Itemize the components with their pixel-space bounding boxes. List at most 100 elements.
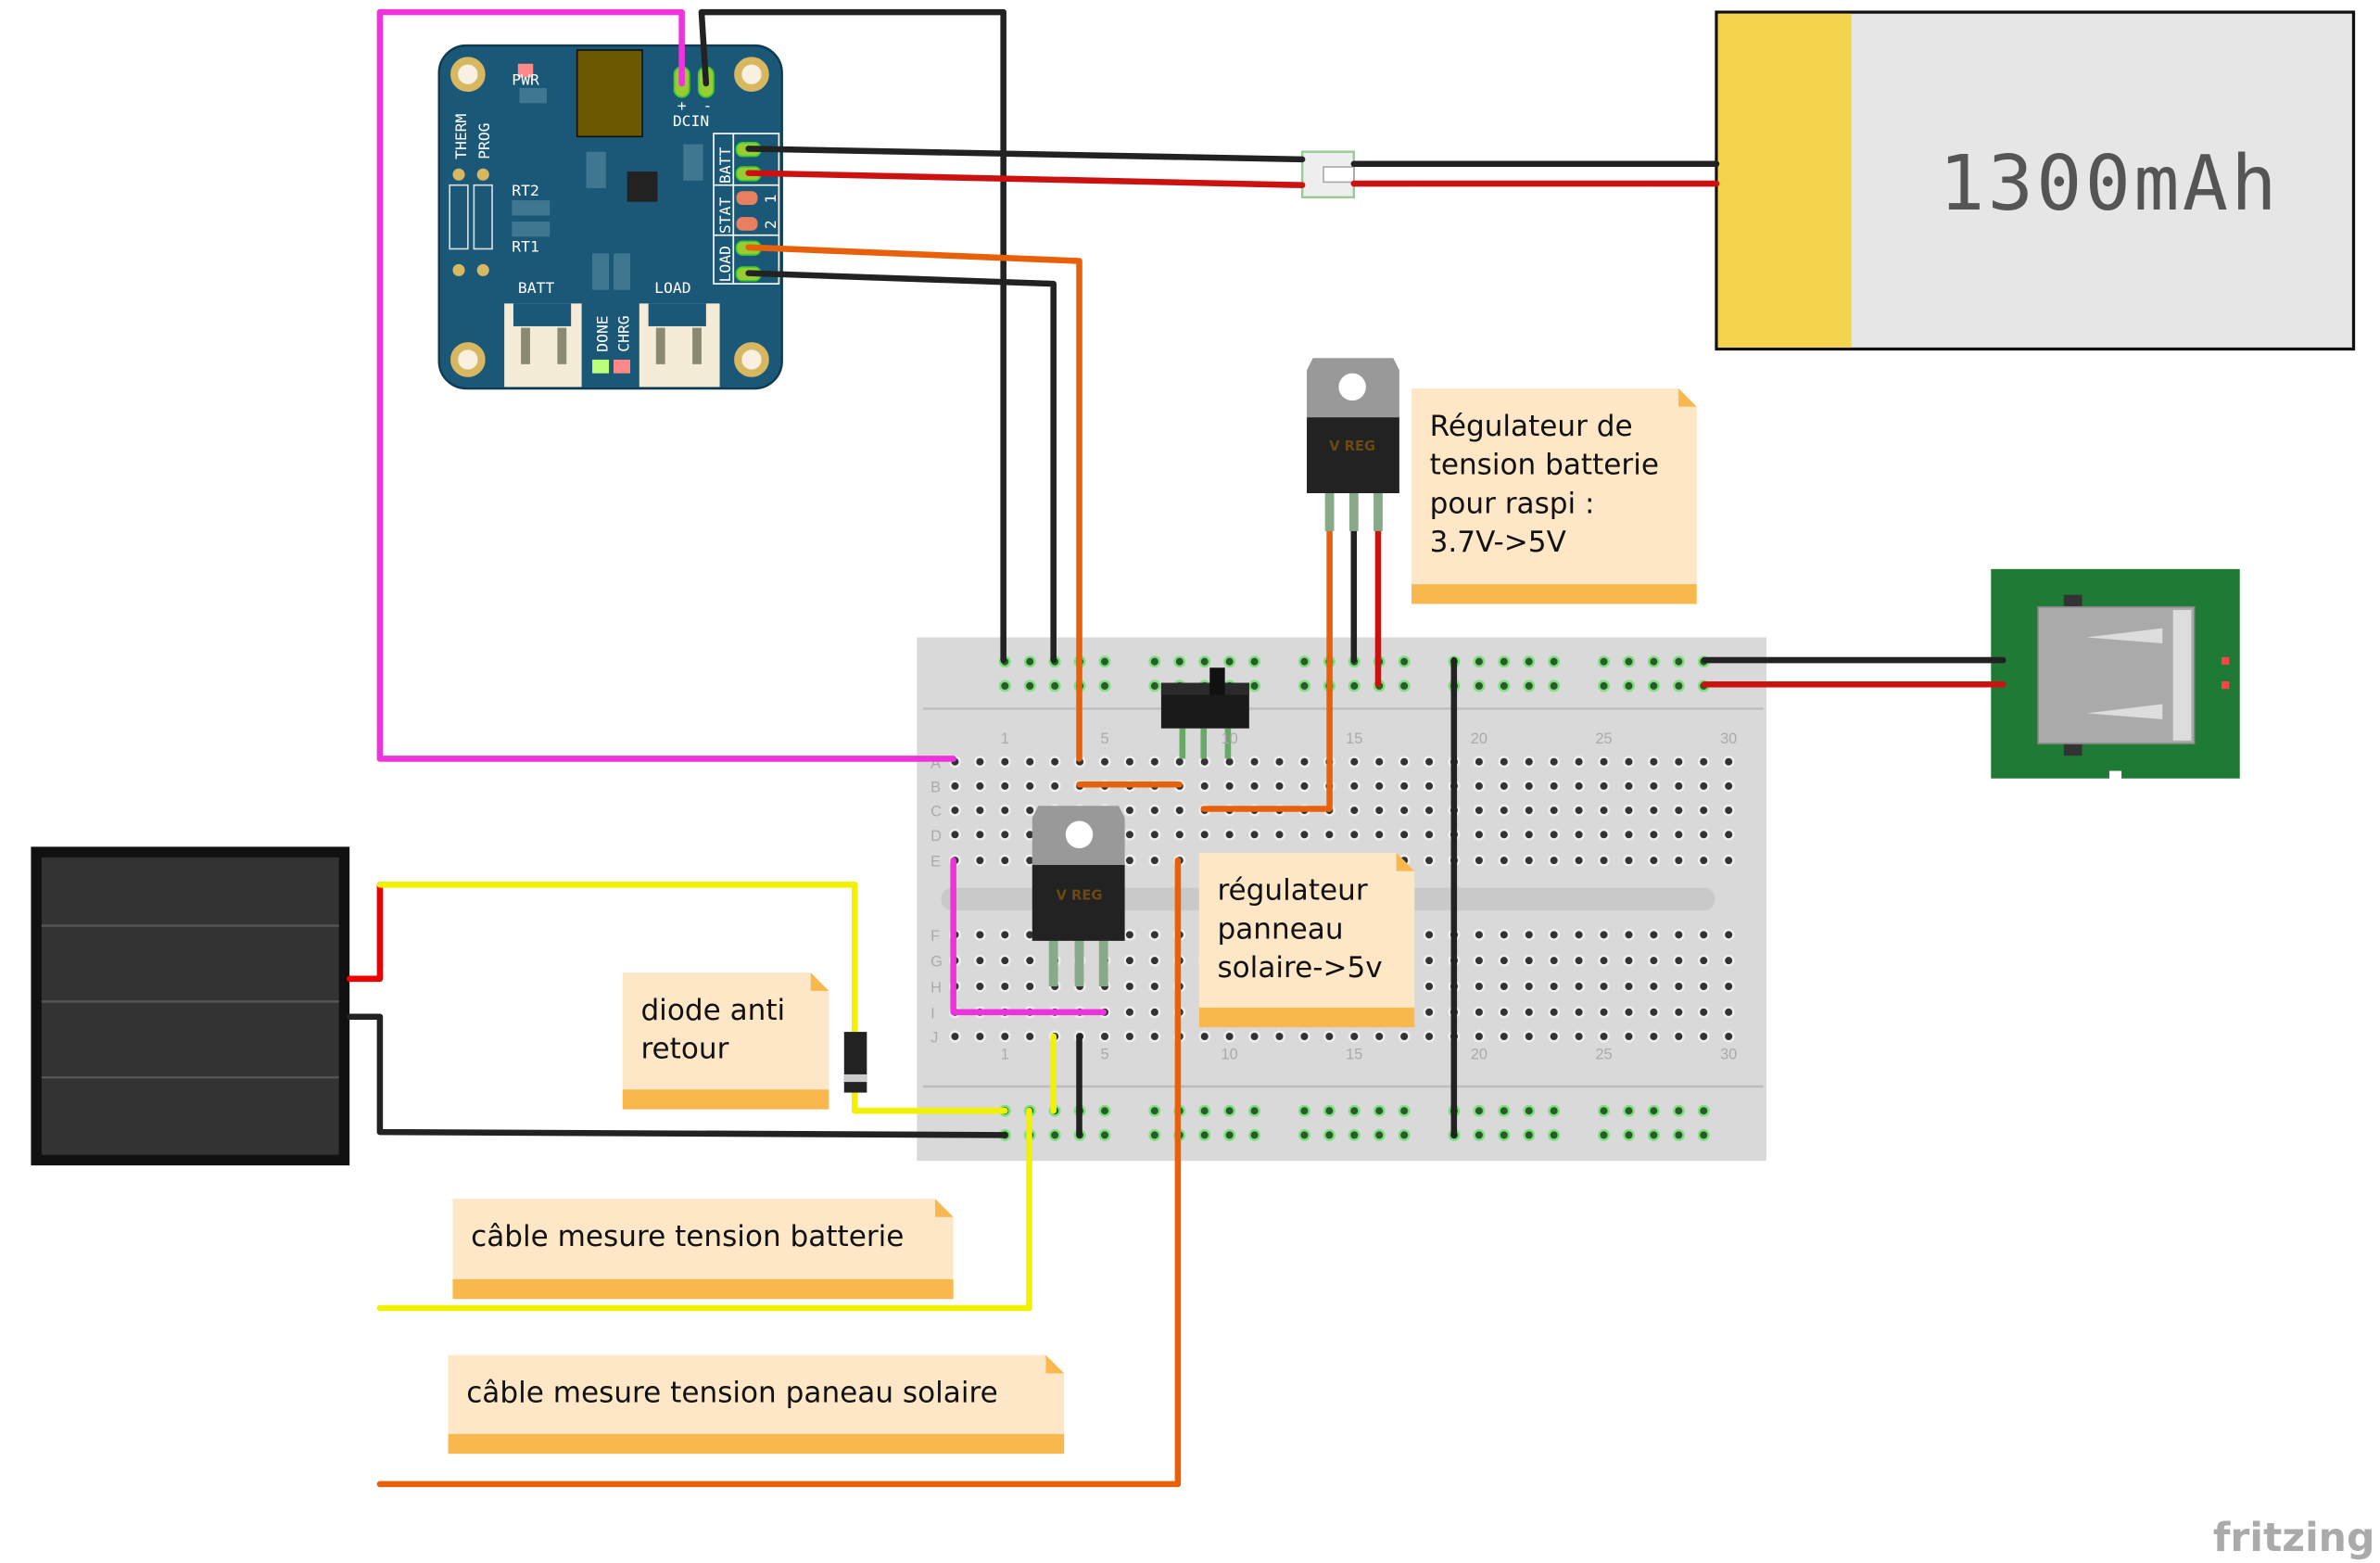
power-rail-hole[interactable] <box>1623 655 1635 668</box>
breadboard-hole[interactable] <box>1598 1030 1611 1043</box>
breadboard-hole[interactable] <box>1548 980 1561 993</box>
breadboard-hole[interactable] <box>1198 780 1211 793</box>
breadboard-hole[interactable] <box>973 828 986 841</box>
breadboard-hole[interactable] <box>1672 1006 1685 1019</box>
breadboard-hole[interactable] <box>1248 780 1261 793</box>
breadboard-hole[interactable] <box>1697 954 1710 967</box>
power-rail-hole[interactable] <box>1498 680 1511 693</box>
power-rail-hole[interactable] <box>1548 655 1561 668</box>
breadboard-hole[interactable] <box>1373 804 1386 817</box>
breadboard-hole[interactable] <box>1672 954 1685 967</box>
power-rail-hole[interactable] <box>1398 680 1411 693</box>
power-rail-hole[interactable] <box>1198 1104 1211 1117</box>
breadboard-hole[interactable] <box>1273 828 1285 841</box>
power-rail-hole[interactable] <box>1548 1104 1561 1117</box>
breadboard-hole[interactable] <box>1573 780 1586 793</box>
breadboard-hole[interactable] <box>1198 1030 1211 1043</box>
breadboard-hole[interactable] <box>1722 854 1735 867</box>
breadboard-hole[interactable] <box>1248 828 1261 841</box>
breadboard-hole[interactable] <box>1423 804 1436 817</box>
power-rail-hole[interactable] <box>1248 1104 1261 1117</box>
breadboard-hole[interactable] <box>1373 1030 1386 1043</box>
power-rail-hole[interactable] <box>1048 680 1061 693</box>
breadboard-hole[interactable] <box>1198 828 1211 841</box>
power-rail-hole[interactable] <box>1672 680 1685 693</box>
power-rail-hole[interactable] <box>1023 655 1036 668</box>
breadboard-hole[interactable] <box>1148 980 1161 993</box>
breadboard-hole[interactable] <box>1623 756 1635 769</box>
breadboard-hole[interactable] <box>948 804 961 817</box>
breadboard-hole[interactable] <box>1722 756 1735 769</box>
breadboard-hole[interactable] <box>1048 780 1061 793</box>
breadboard-hole[interactable] <box>998 928 1011 941</box>
power-rail-hole[interactable] <box>1697 1104 1710 1117</box>
breadboard-hole[interactable] <box>1523 756 1536 769</box>
breadboard-hole[interactable] <box>1373 828 1386 841</box>
breadboard-hole[interactable] <box>1398 828 1411 841</box>
breadboard-hole[interactable] <box>998 954 1011 967</box>
power-rail-hole[interactable] <box>1473 1104 1486 1117</box>
power-rail-hole[interactable] <box>1098 1104 1111 1117</box>
power-rail-hole[interactable] <box>1398 1104 1411 1117</box>
breadboard-hole[interactable] <box>1123 1030 1136 1043</box>
breadboard-hole[interactable] <box>1248 756 1261 769</box>
breadboard-hole[interactable] <box>998 756 1011 769</box>
power-rail-hole[interactable] <box>1173 655 1186 668</box>
breadboard-hole[interactable] <box>1098 1030 1111 1043</box>
breadboard-hole[interactable] <box>1722 804 1735 817</box>
breadboard-hole[interactable] <box>1473 928 1486 941</box>
breadboard-hole[interactable] <box>1498 980 1511 993</box>
breadboard-hole[interactable] <box>1298 780 1310 793</box>
power-rail-hole[interactable] <box>1598 1128 1611 1141</box>
power-rail-hole[interactable] <box>1198 1128 1211 1141</box>
breadboard-hole[interactable] <box>1423 928 1436 941</box>
breadboard-hole[interactable] <box>1573 1030 1586 1043</box>
breadboard-hole[interactable] <box>1398 1030 1411 1043</box>
power-rail-hole[interactable] <box>1647 680 1660 693</box>
breadboard-hole[interactable] <box>1498 854 1511 867</box>
breadboard-hole[interactable] <box>1398 804 1411 817</box>
power-rail-hole[interactable] <box>1248 680 1261 693</box>
breadboard-hole[interactable] <box>1273 1030 1285 1043</box>
breadboard-hole[interactable] <box>1523 854 1536 867</box>
breadboard-hole[interactable] <box>1123 756 1136 769</box>
breadboard-hole[interactable] <box>1473 828 1486 841</box>
breadboard-hole[interactable] <box>1647 1030 1660 1043</box>
breadboard-hole[interactable] <box>948 780 961 793</box>
breadboard-hole[interactable] <box>1523 928 1536 941</box>
breadboard-hole[interactable] <box>998 780 1011 793</box>
breadboard-hole[interactable] <box>1697 854 1710 867</box>
breadboard-hole[interactable] <box>1473 1030 1486 1043</box>
breadboard-hole[interactable] <box>1523 1030 1536 1043</box>
breadboard-hole[interactable] <box>1672 828 1685 841</box>
power-rail-hole[interactable] <box>1623 680 1635 693</box>
breadboard-hole[interactable] <box>1423 828 1436 841</box>
breadboard-hole[interactable] <box>973 756 986 769</box>
power-rail-hole[interactable] <box>1498 1104 1511 1117</box>
breadboard-hole[interactable] <box>1023 980 1036 993</box>
power-rail-hole[interactable] <box>1398 1128 1411 1141</box>
breadboard-hole[interactable] <box>998 804 1011 817</box>
power-rail-hole[interactable] <box>1548 1128 1561 1141</box>
breadboard-hole[interactable] <box>1623 854 1635 867</box>
breadboard-hole[interactable] <box>1423 980 1436 993</box>
breadboard-hole[interactable] <box>1148 828 1161 841</box>
power-rail-hole[interactable] <box>1598 655 1611 668</box>
breadboard-hole[interactable] <box>1672 756 1685 769</box>
power-rail-hole[interactable] <box>1697 1128 1710 1141</box>
power-rail-hole[interactable] <box>1398 655 1411 668</box>
power-rail-hole[interactable] <box>1148 655 1161 668</box>
breadboard-hole[interactable] <box>1573 828 1586 841</box>
breadboard-hole[interactable] <box>1598 828 1611 841</box>
power-rail-hole[interactable] <box>1598 1104 1611 1117</box>
breadboard-hole[interactable] <box>1598 854 1611 867</box>
breadboard-hole[interactable] <box>1348 756 1361 769</box>
breadboard-hole[interactable] <box>1498 954 1511 967</box>
power-rail-hole[interactable] <box>1498 655 1511 668</box>
power-rail-hole[interactable] <box>1348 680 1361 693</box>
breadboard-hole[interactable] <box>1623 804 1635 817</box>
breadboard-hole[interactable] <box>1548 828 1561 841</box>
breadboard-hole[interactable] <box>1623 1030 1635 1043</box>
